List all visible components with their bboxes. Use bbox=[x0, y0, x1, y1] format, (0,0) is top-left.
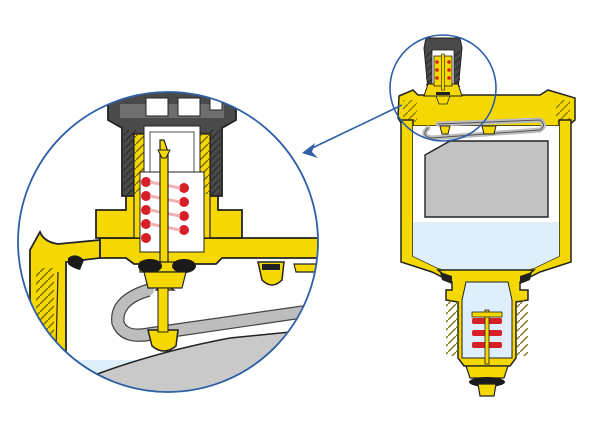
cap-small bbox=[423, 37, 463, 105]
valve-stem-detail bbox=[154, 139, 176, 291]
float-lever-detail bbox=[111, 284, 318, 342]
water bbox=[413, 222, 559, 272]
check-spring bbox=[471, 309, 503, 365]
magnified-detail bbox=[17, 91, 319, 393]
cap-detail bbox=[107, 92, 237, 197]
magnifier-lens-large bbox=[17, 91, 319, 393]
float bbox=[424, 140, 549, 218]
pointer-arrow bbox=[302, 104, 403, 158]
magnifier-lens-small bbox=[389, 34, 497, 142]
full-valve bbox=[389, 34, 576, 397]
